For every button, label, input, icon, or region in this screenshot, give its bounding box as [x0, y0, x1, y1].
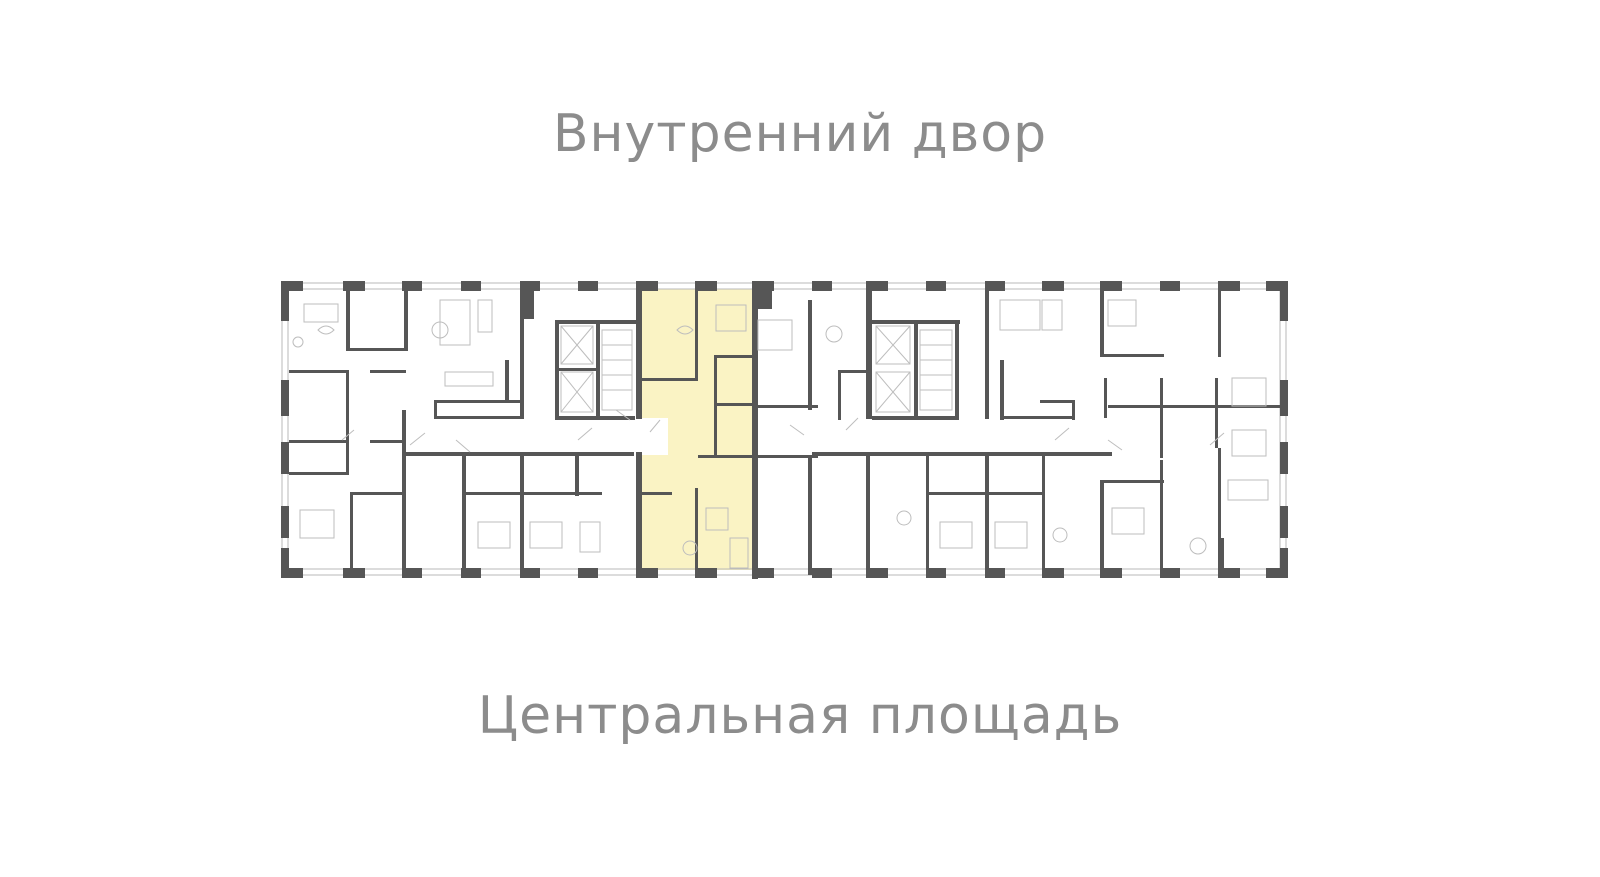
furniture-linework — [292, 299, 1269, 569]
facade-columns-bottom — [281, 568, 1288, 578]
envelope-lines — [281, 282, 1287, 576]
apartment-selected[interactable] — [642, 289, 752, 570]
facade-columns-top — [281, 281, 1288, 291]
facade-columns-sides — [281, 281, 1288, 578]
courtyard-label: Внутренний двор — [552, 104, 1048, 164]
interior-walls — [289, 289, 1280, 579]
central-square-label: Центральная площадь — [477, 686, 1123, 746]
